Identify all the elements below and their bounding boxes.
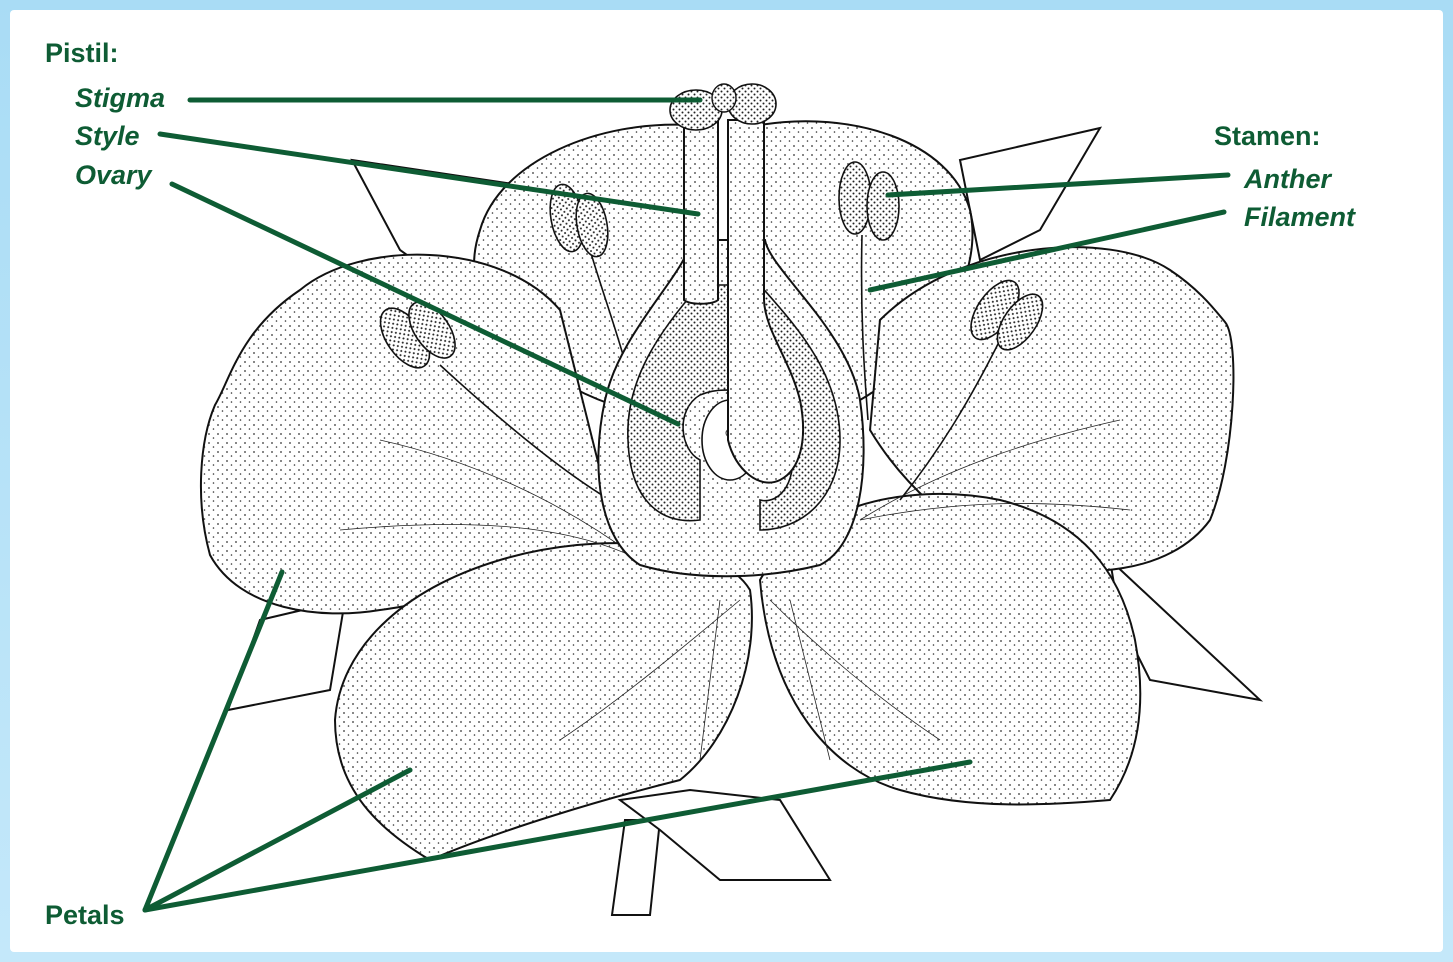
sepal-lower-left xyxy=(228,600,345,710)
sepal-top-right xyxy=(960,128,1100,260)
stem xyxy=(612,820,660,915)
label-pistil: Pistil: xyxy=(45,38,119,68)
label-anther: Anther xyxy=(1244,164,1331,194)
label-stigma: Stigma xyxy=(75,83,165,113)
label-filament: Filament xyxy=(1244,202,1355,232)
leader-petal-1 xyxy=(145,572,282,910)
label-petals: Petals xyxy=(45,900,125,930)
leader-petal-2 xyxy=(145,770,410,910)
label-stamen: Stamen: xyxy=(1214,121,1321,151)
label-style: Style xyxy=(75,121,140,151)
label-ovary: Ovary xyxy=(75,160,152,190)
